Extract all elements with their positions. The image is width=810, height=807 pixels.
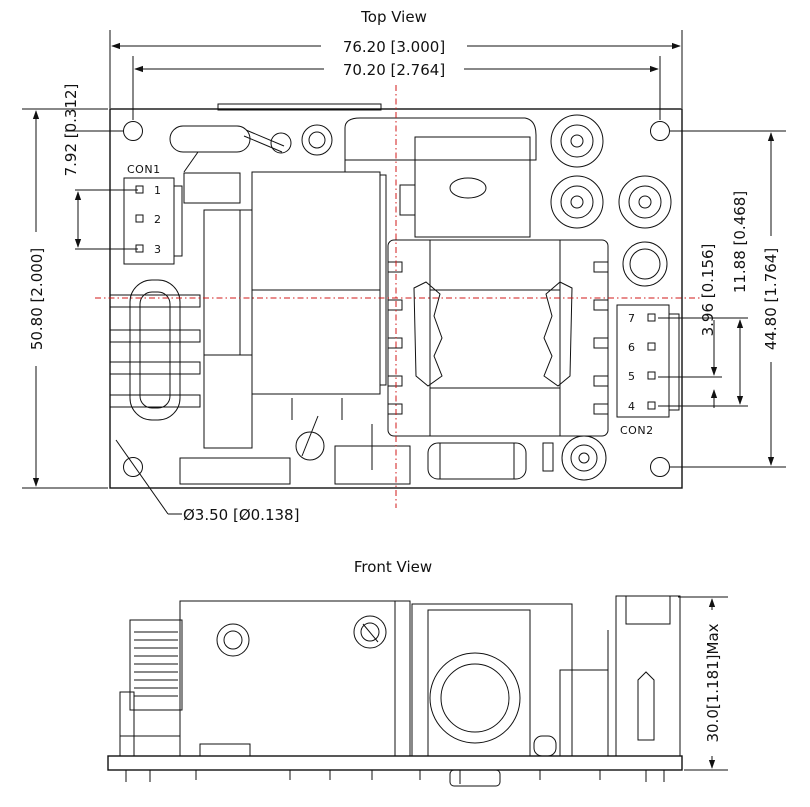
hole-pitch-y-label: 44.80 [1.764] bbox=[762, 248, 780, 350]
dimension-hole-diameter: Ø3.50 [Ø0.138] bbox=[115, 439, 299, 524]
mounting-hole-top-left bbox=[123, 121, 143, 141]
con2-label: CON2 bbox=[620, 424, 654, 437]
con2-pin7-pad bbox=[647, 313, 656, 322]
dimension-hole-offset-top: 7.92 [0.312] bbox=[62, 84, 138, 250]
con2-pin6-pad bbox=[647, 342, 656, 351]
hole-offset-top-label: 7.92 [0.312] bbox=[62, 84, 80, 177]
overall-height-label: 50.80 [2.000] bbox=[28, 248, 46, 350]
con1-pin-2: 2 bbox=[154, 213, 161, 226]
dimension-max-height: 30.0[1.181]Max bbox=[678, 596, 728, 771]
con1-pin-3: 3 bbox=[154, 243, 161, 256]
con2-span-label: 11.88 [0.468] bbox=[731, 191, 749, 293]
con1-label: CON1 bbox=[127, 163, 161, 176]
dimension-overall-height: 50.80 [2.000] bbox=[22, 108, 108, 489]
front-view-board bbox=[107, 595, 683, 787]
mounting-hole-bottom-left bbox=[123, 457, 143, 477]
top-view-title: Top View bbox=[360, 8, 427, 26]
hole-pitch-x-label: 70.20 [2.764] bbox=[343, 61, 445, 79]
hole-diameter-label: Ø3.50 [Ø0.138] bbox=[183, 506, 299, 524]
con2-pin-4: 4 bbox=[628, 400, 635, 413]
mounting-hole-top-right bbox=[650, 121, 670, 141]
con2-pin-7: 7 bbox=[628, 312, 635, 325]
con2-offset-label: 3.96 [0.156] bbox=[699, 244, 717, 337]
dimension-hole-pitch-y: 44.80 [1.764] bbox=[670, 130, 786, 468]
mounting-hole-bottom-right bbox=[650, 457, 670, 477]
dimension-overall-width: 76.20 [3.000] bbox=[109, 30, 683, 108]
con2-pin5-pad bbox=[647, 371, 656, 380]
con1-pin2-pad bbox=[135, 214, 144, 223]
con1-housing bbox=[123, 177, 175, 265]
con2-pin-6: 6 bbox=[628, 341, 635, 354]
front-view-title: Front View bbox=[354, 558, 432, 576]
dimension-hole-pitch-x: 70.20 [2.764] bbox=[132, 56, 661, 120]
con1-pin-1: 1 bbox=[154, 184, 161, 197]
overall-width-label: 76.20 [3.000] bbox=[343, 38, 445, 56]
con2-pin-5: 5 bbox=[628, 370, 635, 383]
con2-housing bbox=[616, 304, 670, 418]
dimension-con2-offset: 3.96 [0.156] bbox=[658, 244, 722, 408]
max-height-label: 30.0[1.181]Max bbox=[704, 623, 722, 742]
con2-pin4-pad bbox=[647, 401, 656, 410]
dimension-con2-span: 11.88 [0.468] bbox=[658, 191, 749, 407]
